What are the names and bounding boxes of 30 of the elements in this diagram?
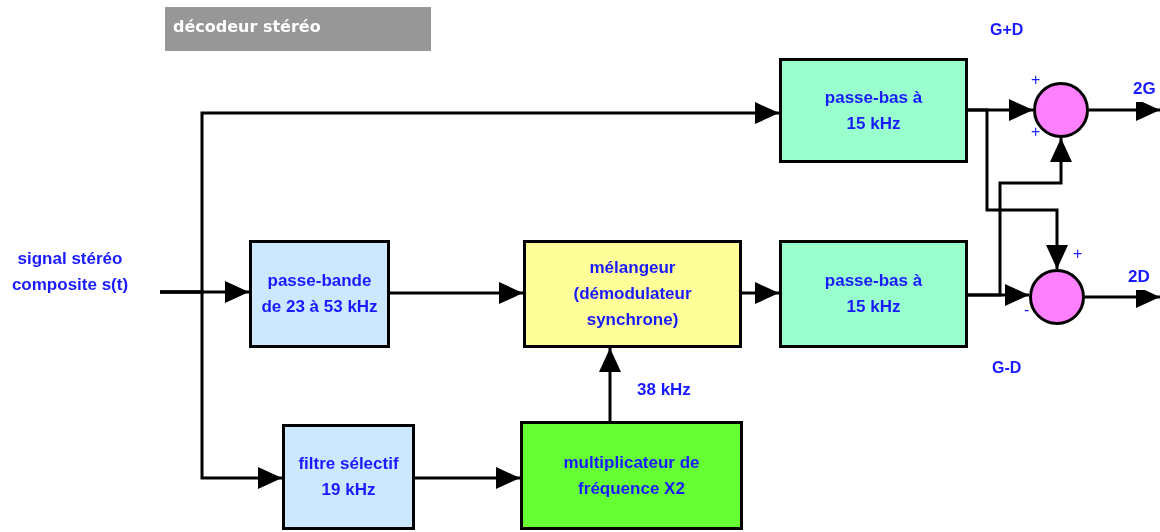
signal-label: G-D [992,360,1022,376]
lowpass-filter-box [779,58,968,163]
lowpass-filter-box [779,240,968,348]
node-text: signal stéréo composite s(t) [10,248,130,296]
sign-label: + [1073,246,1083,262]
node-text: passe-bas à 15 kHz [823,86,924,135]
arrow [968,108,1068,269]
arrow [160,290,282,489]
summer-circle [1029,269,1085,325]
mixer-box [523,240,742,348]
signal-label: G+D [990,22,1024,38]
node-text: mélangeur (démodulateur synchrone) [572,257,693,331]
title-banner: décodeur stéréo [165,7,431,51]
arrow [968,138,1072,297]
arrow [390,282,523,304]
node-text: multiplicateur de fréquence X2 [562,451,701,500]
node-text: passe-bande de 23 à 53 kHz [260,270,379,318]
selective-filter-box [282,424,415,530]
arrow [1089,99,1160,121]
arrow [599,348,621,421]
node-text: passe-bas à 15 kHz [823,270,924,318]
arrow [415,467,520,489]
node-text: filtre sélectif 19 kHz [297,453,400,501]
sign-label: - [1024,302,1030,318]
sign-label: + [1031,124,1041,140]
sign-label: + [1031,72,1041,88]
arrow [742,282,779,304]
summer-circle [1033,82,1089,138]
frequency-multiplier-box [520,421,743,530]
bandpass-filter-box [249,240,390,348]
